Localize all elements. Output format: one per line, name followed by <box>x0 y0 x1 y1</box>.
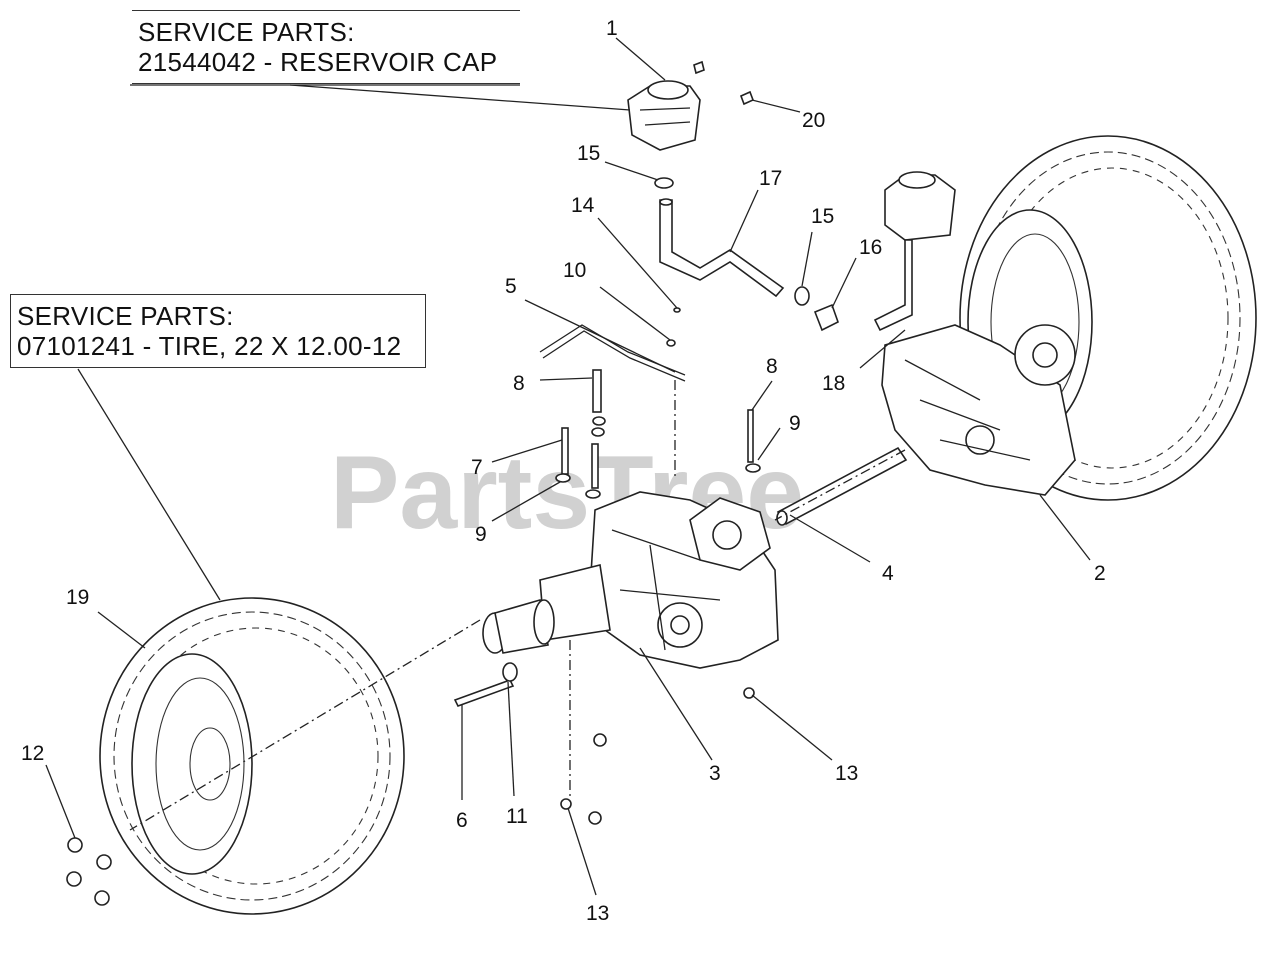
service-parts-heading: SERVICE PARTS: <box>17 301 234 331</box>
callout-10: 10 <box>563 259 586 282</box>
hardware <box>453 307 761 825</box>
hose-clamp-top <box>654 177 674 189</box>
callout-15b: 15 <box>811 205 834 228</box>
callout-19: 19 <box>66 586 89 609</box>
callout-3: 3 <box>709 762 721 785</box>
service-parts-tire: SERVICE PARTS: 07101241 - TIRE, 22 X 12.… <box>10 294 426 368</box>
hose-clamp-right <box>794 286 810 306</box>
bypass-rod <box>539 324 686 376</box>
callout-18: 18 <box>822 372 845 395</box>
screw-top <box>693 60 705 75</box>
callout-15a: 15 <box>577 142 600 165</box>
centerline-3 <box>129 619 481 831</box>
centerline-4 <box>774 449 906 521</box>
callout-5: 5 <box>505 275 517 298</box>
left-tire <box>99 597 405 915</box>
callout-11: 11 <box>506 805 528 828</box>
callout-8b: 8 <box>766 355 778 378</box>
hub-assembly <box>482 598 555 654</box>
right-reservoir <box>873 171 956 332</box>
callout-7: 7 <box>471 456 483 479</box>
callout-9a: 9 <box>789 412 801 435</box>
service-parts-heading: SERVICE PARTS: <box>138 17 355 47</box>
callout-9b: 9 <box>475 523 487 546</box>
callouts: 1 20 15 17 14 15 16 10 5 18 8 8 9 7 9 4 … <box>21 17 1106 925</box>
callout-13b: 13 <box>586 902 609 925</box>
screw-20 <box>739 90 755 106</box>
callout-14: 14 <box>571 194 595 217</box>
callout-16: 16 <box>859 236 882 259</box>
callout-20: 20 <box>802 109 825 132</box>
right-transmission <box>881 324 1076 496</box>
callout-2: 2 <box>1094 562 1106 585</box>
reservoir <box>627 80 701 151</box>
elbow-fitting <box>813 303 839 332</box>
callout-12: 12 <box>21 742 44 765</box>
service-parts-line: 21544042 - RESERVOIR CAP <box>138 47 498 77</box>
callout-1: 1 <box>606 17 618 40</box>
callout-8a: 8 <box>513 372 525 395</box>
left-transmission <box>539 491 779 669</box>
lug-nuts <box>66 837 112 906</box>
hose <box>659 199 785 298</box>
callout-17: 17 <box>759 167 782 190</box>
service-parts-line: 07101241 - TIRE, 22 X 12.00-12 <box>17 331 402 361</box>
leader-lines <box>45 37 1091 896</box>
service-parts-reservoir-cap: SERVICE PARTS: 21544042 - RESERVOIR CAP <box>132 10 520 84</box>
callout-13a: 13 <box>835 762 858 785</box>
callout-6: 6 <box>456 809 468 832</box>
callout-4: 4 <box>882 562 894 585</box>
